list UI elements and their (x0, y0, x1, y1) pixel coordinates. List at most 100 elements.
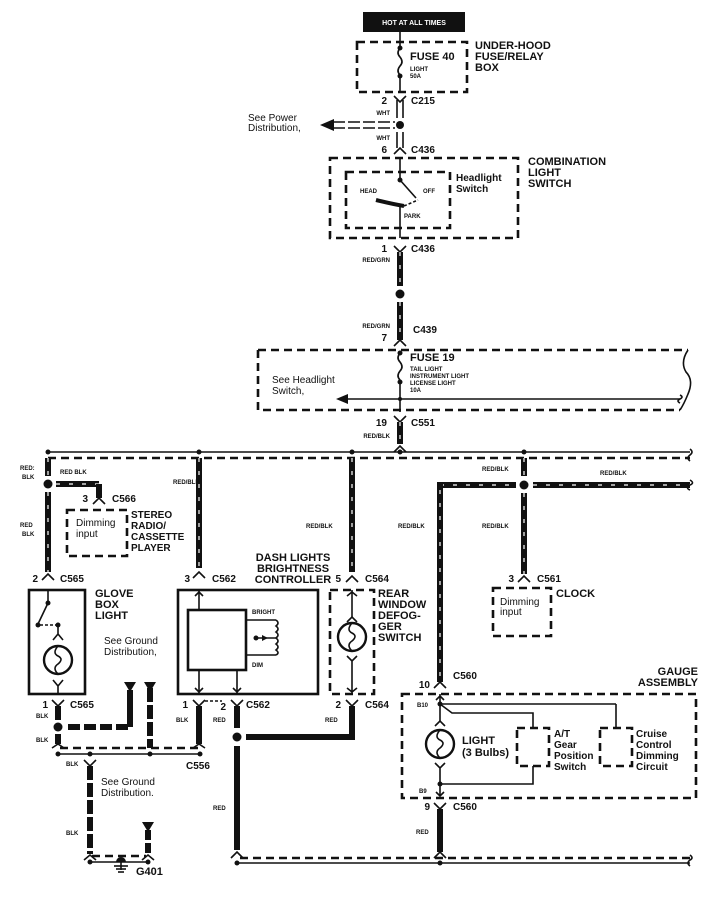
arrow-left-icon (336, 394, 348, 404)
connector-label: C562 (212, 574, 236, 585)
fuse-box: FUSE 40 LIGHT 50A UNDER-HOOD FUSE/RELAY … (355, 32, 551, 94)
glove-box-title: BOX (95, 599, 120, 611)
bottom-bus (234, 854, 693, 867)
combo-switch-title: COMBINATION (528, 156, 606, 168)
dimming-input-label: input (76, 529, 98, 540)
cruise-label: Cruise (636, 729, 668, 740)
wire-color-label: BLK (22, 532, 35, 538)
wire-color-label: RED (213, 718, 226, 724)
clock-dimming-input-box (491, 586, 553, 638)
ground-arrow-icon (124, 682, 136, 692)
wire-color-label: RED BLK (60, 470, 87, 476)
pin-b9-label: B9 (419, 789, 427, 795)
bulb-icon (42, 644, 74, 676)
cruise-label: Dimming (636, 751, 679, 762)
clock-title: CLOCK (556, 588, 595, 600)
wire-color-label: RED/GRN (362, 258, 390, 264)
connector-label: C566 (112, 494, 136, 505)
fuse-box-title-2: FUSE/RELAY (475, 51, 544, 63)
fuse-box-title-3: BOX (475, 62, 500, 74)
fuse-40-label: FUSE 40 (410, 51, 455, 63)
switch-position-off: OFF (423, 189, 435, 195)
wire-color-label: RED/BLK (306, 524, 333, 530)
ref-text: Switch, (272, 386, 304, 397)
cruise-label: Circuit (636, 762, 668, 773)
wire-color-label: BLK (66, 762, 79, 768)
glove-box-title: GLOVE (95, 588, 134, 600)
fuse-40-icon (397, 47, 403, 76)
controller-title: BRIGHTNESS (257, 563, 329, 575)
wire-color-label: RED/BLK (482, 524, 509, 530)
fuse-19-line: TAIL LIGHT (410, 367, 443, 373)
ground-arrow-icon (142, 822, 154, 832)
wire-color-label: RED/BLK (482, 467, 509, 473)
stereo-title: CASSETTE (131, 532, 185, 543)
bulb-icon (424, 728, 456, 760)
rheostat-icon (274, 619, 279, 656)
at-switch-label: Position (554, 751, 593, 762)
cruise-dimming-box (598, 726, 634, 768)
power-distribution-ref: See Power Distribution, (248, 113, 404, 134)
wire-color-label: BLK (66, 831, 79, 837)
wire-color-label: BLK (22, 475, 35, 481)
connector-label: C551 (411, 418, 435, 429)
clock-branch: RED/BLK RED/BLK RED/BLK RED/BLK 3 C561 D… (398, 458, 694, 682)
connector-c551: 19 C551 RED/BLK (363, 415, 435, 453)
fuse-19-label: FUSE 19 (410, 352, 455, 364)
wire-color-label: RED/BLK (173, 480, 200, 486)
fuse-19-amps: 10A (410, 388, 422, 394)
stereo-title: PLAYER (131, 543, 171, 554)
dim-label: DIM (252, 663, 263, 669)
connector-label: C560 (453, 671, 477, 682)
wire-color-label: RED/BLK (600, 471, 627, 477)
defog-title: DEFOG- (378, 610, 421, 622)
connector-label: C562 (246, 700, 270, 711)
connector-label: C564 (365, 574, 389, 585)
connector-c215: 2 C215 WHT (376, 95, 435, 118)
rear-defogger-switch: RED/BLK 5 C564 REAR WINDOW DEFOG- GER SW… (306, 458, 427, 740)
dash-brightness-controller: RED/BLK 3 C562 DASH LIGHTS BRIGHTNESS CO… (173, 458, 352, 859)
combination-light-switch: HEAD OFF PARK Headlight Switch COMBINATI… (328, 156, 606, 240)
wire-color-label: WHT (376, 136, 390, 142)
at-gear-switch-box (515, 726, 551, 768)
connector-label: C565 (60, 574, 84, 585)
at-switch-label: A/T (554, 729, 570, 740)
fuse-19-line: INSTRUMENT LIGHT (410, 374, 469, 380)
red-grn-wire: 1 C436 RED/GRN RED/GRN 7 C439 (362, 244, 437, 347)
pin-label: 3 (184, 574, 190, 585)
controller-title: CONTROLLER (255, 574, 331, 586)
controller-title: DASH LIGHTS (256, 552, 331, 564)
defog-title: GER (378, 621, 402, 633)
glove-box-title: LIGHT (95, 610, 128, 622)
connector-c556-label: C556 (186, 761, 210, 772)
combo-switch-title: SWITCH (528, 178, 571, 190)
connector-label: C436 (411, 244, 435, 255)
connector-label: C565 (70, 700, 94, 711)
arrow-left-icon (320, 119, 334, 131)
dimming-input-label: Dimming (500, 597, 539, 608)
fuse-40-amps: 50A (410, 74, 422, 80)
gauge-light-label: LIGHT (462, 735, 495, 747)
wire-color-label: RED (213, 806, 226, 812)
wire-color-label: WHT (376, 111, 390, 117)
pin-label: 7 (381, 333, 387, 344)
ref-text: Distribution. (101, 788, 154, 799)
pin-label: 3 (508, 574, 514, 585)
pin-label: 9 (424, 802, 430, 813)
wire-color-label: RED/BLK (363, 434, 390, 440)
pin-b10-label: B10 (417, 703, 429, 709)
switch-contact-head (375, 198, 405, 208)
connector-label: C436 (411, 145, 435, 156)
pin-label: 1 (182, 700, 188, 711)
bright-label: BRIGHT (252, 610, 275, 616)
ref-text: See Ground (104, 636, 158, 647)
fuse-box-title-1: UNDER-HOOD (475, 40, 551, 52)
glovebox-ground: 1 C565 BLK BLK C556 BLK See Ground Distr… (36, 682, 210, 878)
connector-label: C564 (365, 700, 389, 711)
wire-color-label: BLK (36, 738, 49, 744)
dimming-input-label: input (500, 607, 522, 618)
pin-label: 2 (32, 574, 38, 585)
connector-c436-top: WHT 6 C436 (376, 132, 435, 156)
fuse-40-sub: LIGHT (410, 67, 428, 73)
